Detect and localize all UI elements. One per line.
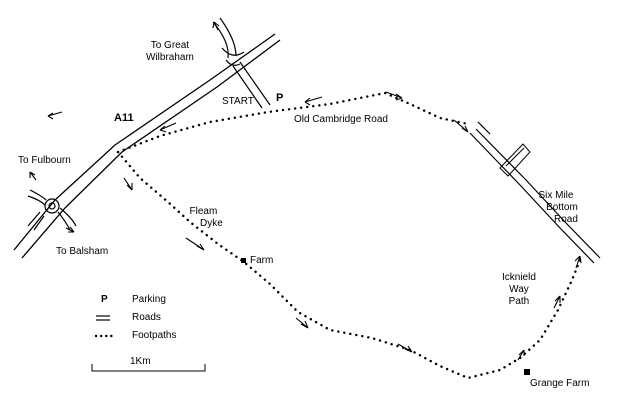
label-fleam-dyke: Fleam Dyke	[189, 206, 223, 229]
great-wilbraham-junction	[212, 17, 271, 109]
farm-marker	[241, 258, 246, 263]
legend-footpaths-label: Footpaths	[132, 330, 177, 341]
footpath-route	[116, 91, 582, 380]
parking-marker: P	[276, 92, 284, 104]
label-icknield-way-path: Icknield Way Path	[502, 272, 536, 307]
label-to-fulbourn: To Fulbourn	[18, 155, 71, 166]
label-old-cambridge-road: Old Cambridge Road	[294, 114, 388, 125]
label-grange-farm: Grange Farm	[530, 378, 590, 389]
grange-farm-marker	[524, 369, 530, 375]
six-mile-bottom-road	[469, 121, 601, 264]
label-to-balsham: To Balsham	[56, 246, 109, 257]
scale-bar	[91, 364, 206, 372]
a11-road	[13, 33, 281, 259]
legend-roads-label: Roads	[132, 312, 161, 323]
scale-label: 1Km	[130, 356, 151, 367]
legend-roads-symbol	[96, 315, 110, 321]
label-to-great-wilbraham: To Great Wilbraham	[146, 40, 194, 63]
label-farm: Farm	[250, 255, 274, 266]
label-start: START	[222, 96, 254, 107]
legend-parking-label: Parking	[132, 294, 166, 305]
label-six-mile-bottom-road: Six Mile Bottom Road	[538, 190, 578, 225]
railway-strip	[499, 143, 531, 177]
fulbourn-roundabout	[27, 189, 77, 231]
legend-parking-symbol: P	[101, 294, 108, 305]
direction-arrows	[29, 21, 582, 361]
label-a11: A11	[114, 112, 134, 124]
